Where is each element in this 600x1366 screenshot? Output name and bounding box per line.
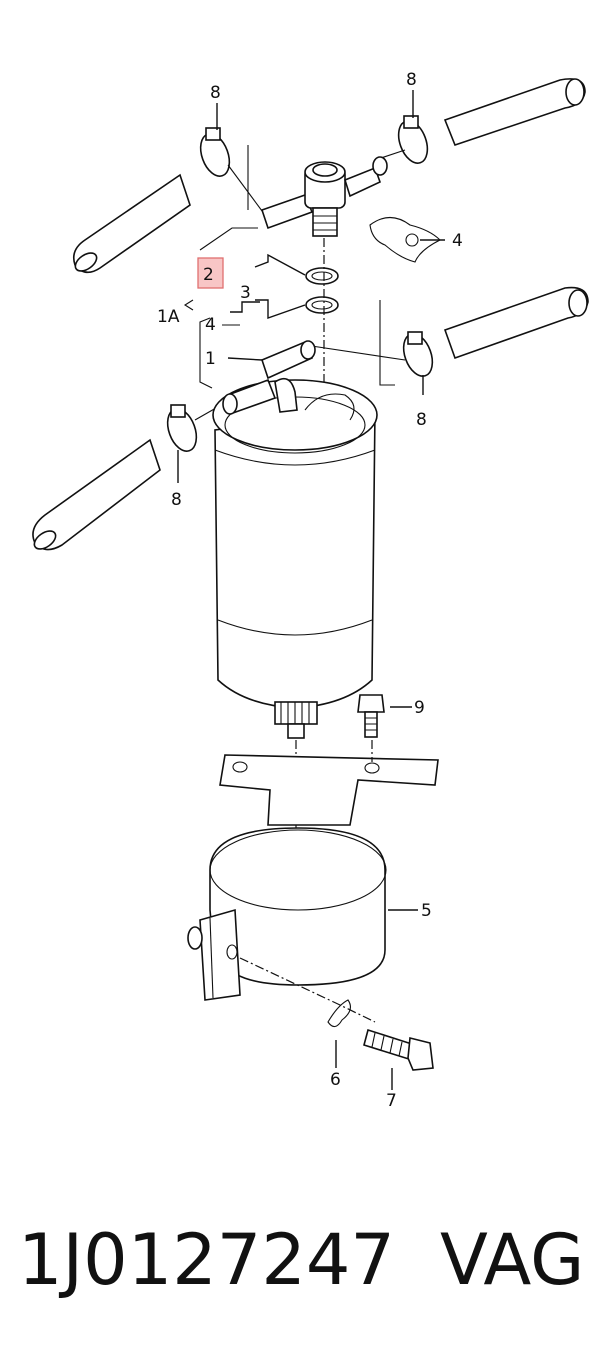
fuel-filter-body <box>212 340 378 739</box>
brand-name: VAG <box>440 1219 585 1301</box>
retaining-clip <box>369 216 441 263</box>
bolt-9 <box>357 694 385 738</box>
callout-4-left: 4 <box>205 315 216 335</box>
callout-1: 1 <box>205 349 216 369</box>
hose-top-left <box>72 173 191 274</box>
callout-8-top-left: 8 <box>210 83 221 103</box>
spring-washer <box>327 999 351 1028</box>
callout-3: 3 <box>240 283 251 303</box>
hose-clamp-top-left <box>199 127 231 177</box>
callout-5: 5 <box>421 901 432 921</box>
hose-mid-left <box>32 438 161 551</box>
control-valve <box>260 156 388 237</box>
hose-top-right <box>443 78 586 146</box>
hose-clamp-mid-left <box>166 404 198 452</box>
clamp-band <box>187 827 387 1001</box>
callout-2: 2 <box>203 265 214 285</box>
callout-8-top-right: 8 <box>406 70 417 90</box>
callout-4-right: 4 <box>452 231 463 251</box>
mounting-bracket <box>219 754 439 826</box>
callout-9: 9 <box>414 698 425 718</box>
callout-1a: 1A <box>157 307 180 327</box>
bolt-7 <box>363 1028 434 1071</box>
caption: 1J0127247 VAG <box>0 1205 600 1325</box>
callout-7: 7 <box>386 1091 397 1111</box>
hose-clamp-top-right <box>397 115 429 164</box>
fuel-filter-exploded-diagram: 8 8 4 2 3 1A 4 1 8 8 9 5 6 7 <box>32 70 589 1111</box>
part-number: 1J0127247 <box>18 1219 395 1301</box>
o-rings <box>305 267 339 314</box>
callout-8-mid-right: 8 <box>416 410 427 430</box>
hose-mid-right <box>443 286 589 360</box>
callout-2-highlight <box>197 257 224 289</box>
callout-8-mid-left: 8 <box>171 490 182 510</box>
callout-6: 6 <box>330 1070 341 1090</box>
hose-clamp-mid-right <box>402 331 434 377</box>
